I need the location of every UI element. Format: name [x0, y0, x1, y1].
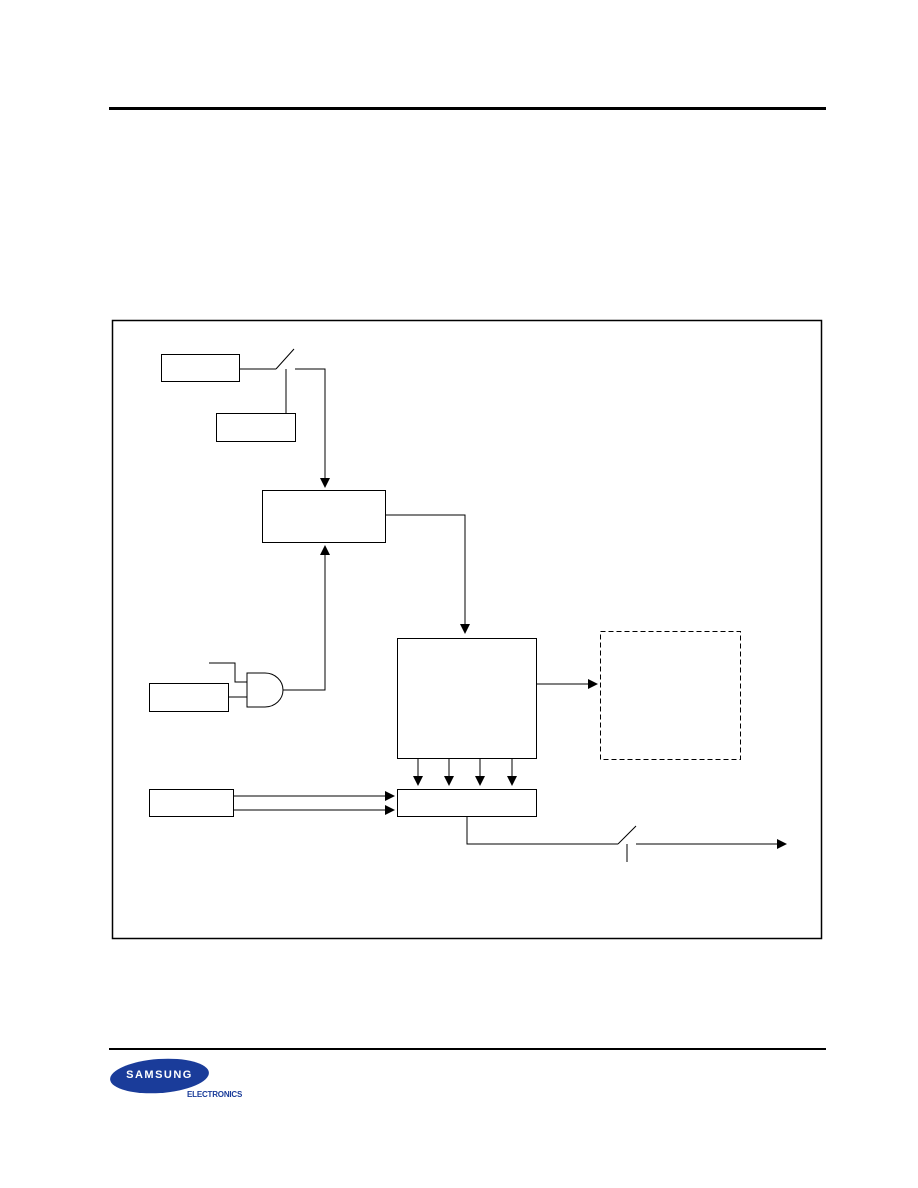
and-gate	[246, 672, 284, 708]
source-box-2	[216, 413, 296, 442]
switch-blade	[275, 348, 295, 370]
output-switch-blade	[617, 825, 637, 845]
main-box	[397, 638, 537, 759]
source-box-1	[161, 354, 240, 382]
gate-input-box	[149, 683, 229, 712]
bus-box	[397, 789, 537, 817]
gate-input-a	[209, 662, 247, 683]
logo-sub: ELECTRONICS	[187, 1090, 243, 1099]
samsung-logo: SAMSUNG ELECTRONICS	[108, 1055, 250, 1103]
logo-brand: SAMSUNG	[126, 1069, 193, 1081]
dashed-external-box	[600, 631, 741, 760]
diagram-frame	[111, 319, 823, 940]
center-to-main-connector	[386, 514, 470, 634]
footer-rule	[109, 1048, 826, 1050]
switch-output-connector	[295, 368, 330, 488]
center-box	[262, 490, 386, 543]
lower-input-box	[149, 789, 234, 817]
gate-output-connector	[283, 545, 330, 691]
output-line-left	[466, 817, 618, 845]
header-rule	[109, 107, 826, 110]
